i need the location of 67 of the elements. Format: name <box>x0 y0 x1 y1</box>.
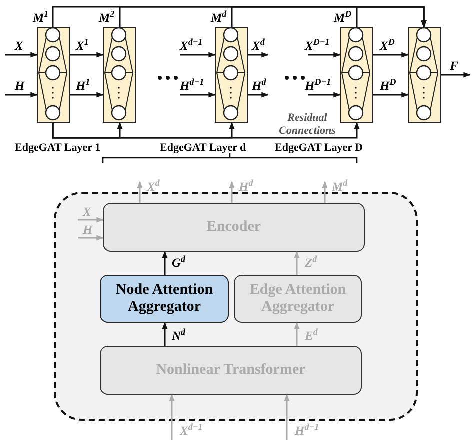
annotation-text: Residual Connections <box>278 112 337 137</box>
process-box <box>100 346 362 395</box>
edge-label: H$^{1}$ <box>76 79 90 93</box>
arrow <box>322 181 328 203</box>
process-box <box>103 203 365 252</box>
arrow <box>294 322 300 346</box>
edge-label: X$^{d−1}$ <box>180 39 203 53</box>
arrow <box>356 6 427 28</box>
arrow <box>229 181 235 203</box>
layer-caption: EdgeGAT Layer D <box>275 142 364 154</box>
edge-label: H$^{d−1}$ <box>180 79 204 93</box>
arrow <box>162 251 168 275</box>
edge-label: G$^{d}$ <box>172 256 186 270</box>
edge-label: X$^{1}$ <box>76 39 89 53</box>
edge-label: X$^{D}$ <box>380 39 395 53</box>
edge-label: M$^{d}$ <box>211 11 227 25</box>
edge-label: H$^{d}$ <box>252 79 266 93</box>
edge-label: X$^{d}$ <box>252 39 265 53</box>
arrow <box>284 394 290 440</box>
edge-label: X <box>15 39 24 53</box>
arrow <box>169 394 175 440</box>
box-label: Nonlinear Transformer <box>155 362 307 380</box>
arrow <box>78 235 104 241</box>
arrow <box>441 72 471 78</box>
arrow <box>78 217 104 223</box>
arrow <box>70 52 104 58</box>
edge-label: X$^{d}$ <box>147 180 160 194</box>
process-box <box>100 275 229 323</box>
edge-label: X <box>83 205 92 219</box>
layer-caption: EdgeGAT Layer d <box>160 142 246 154</box>
arrow <box>308 52 341 58</box>
arrow <box>180 92 216 98</box>
edge-label: F <box>450 59 458 73</box>
edge-label: H <box>15 79 25 93</box>
edge-label: H$^{d−1}$ <box>295 424 320 438</box>
edge-label: Z$^{d}$ <box>305 256 318 270</box>
edge-label: H$^{D}$ <box>380 79 396 93</box>
edge-label: H$^{D−1}$ <box>305 79 332 93</box>
edge-label: E$^{d}$ <box>305 329 318 343</box>
arrow <box>162 322 168 346</box>
process-box <box>234 275 362 323</box>
arrow <box>180 52 216 58</box>
arrow <box>70 92 104 98</box>
box-label: Encoder <box>206 218 262 236</box>
box-label: Node Attention Aggregator <box>114 282 214 316</box>
module-container <box>54 192 418 421</box>
edge-label: M$^{1}$ <box>33 11 49 25</box>
arrow <box>5 52 38 58</box>
arrow <box>373 92 409 98</box>
arrow <box>294 251 300 275</box>
edge-label: H <box>83 223 93 237</box>
box-label: Edge Attention Aggregator <box>248 282 348 316</box>
arrow <box>137 181 143 203</box>
arrow <box>373 52 409 58</box>
arrow <box>5 92 38 98</box>
edge-label: H$^{d}$ <box>239 180 254 194</box>
edge-label: M$^{D}$ <box>334 11 352 25</box>
arrow <box>248 92 269 98</box>
edge-label: X$^{d−1}$ <box>180 424 203 438</box>
layer-caption: EdgeGAT Layer 1 <box>15 142 101 154</box>
arrow <box>248 52 269 58</box>
edge-label: N$^{d}$ <box>172 329 186 343</box>
arrow <box>52 122 360 139</box>
edge-label: M$^{2}$ <box>99 11 115 25</box>
edge-label: M$^{d}$ <box>332 180 348 194</box>
arrow <box>308 92 341 98</box>
edge-label: X$^{D−1}$ <box>305 39 330 53</box>
